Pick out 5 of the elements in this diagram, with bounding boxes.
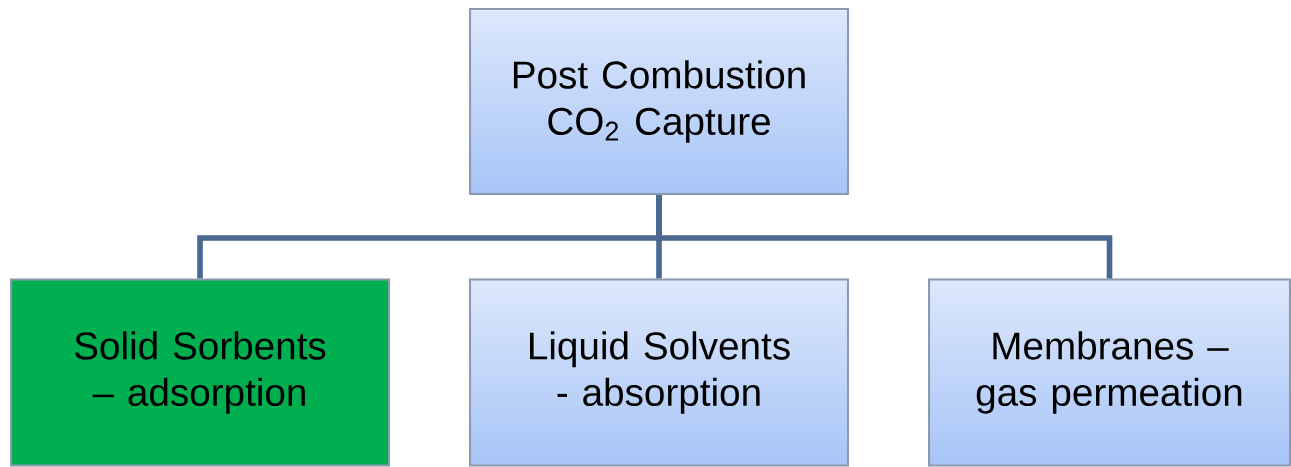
- category-box: Solid Sorbents – adsorption: [9, 278, 391, 467]
- category-box: Liquid Solvents - absorption: [468, 278, 850, 467]
- category-box: Membranes – gas permeation: [927, 278, 1291, 467]
- connector-line: [656, 195, 1113, 279]
- category-box: Post Combustion CO$_{2}$ Capture: [468, 7, 850, 196]
